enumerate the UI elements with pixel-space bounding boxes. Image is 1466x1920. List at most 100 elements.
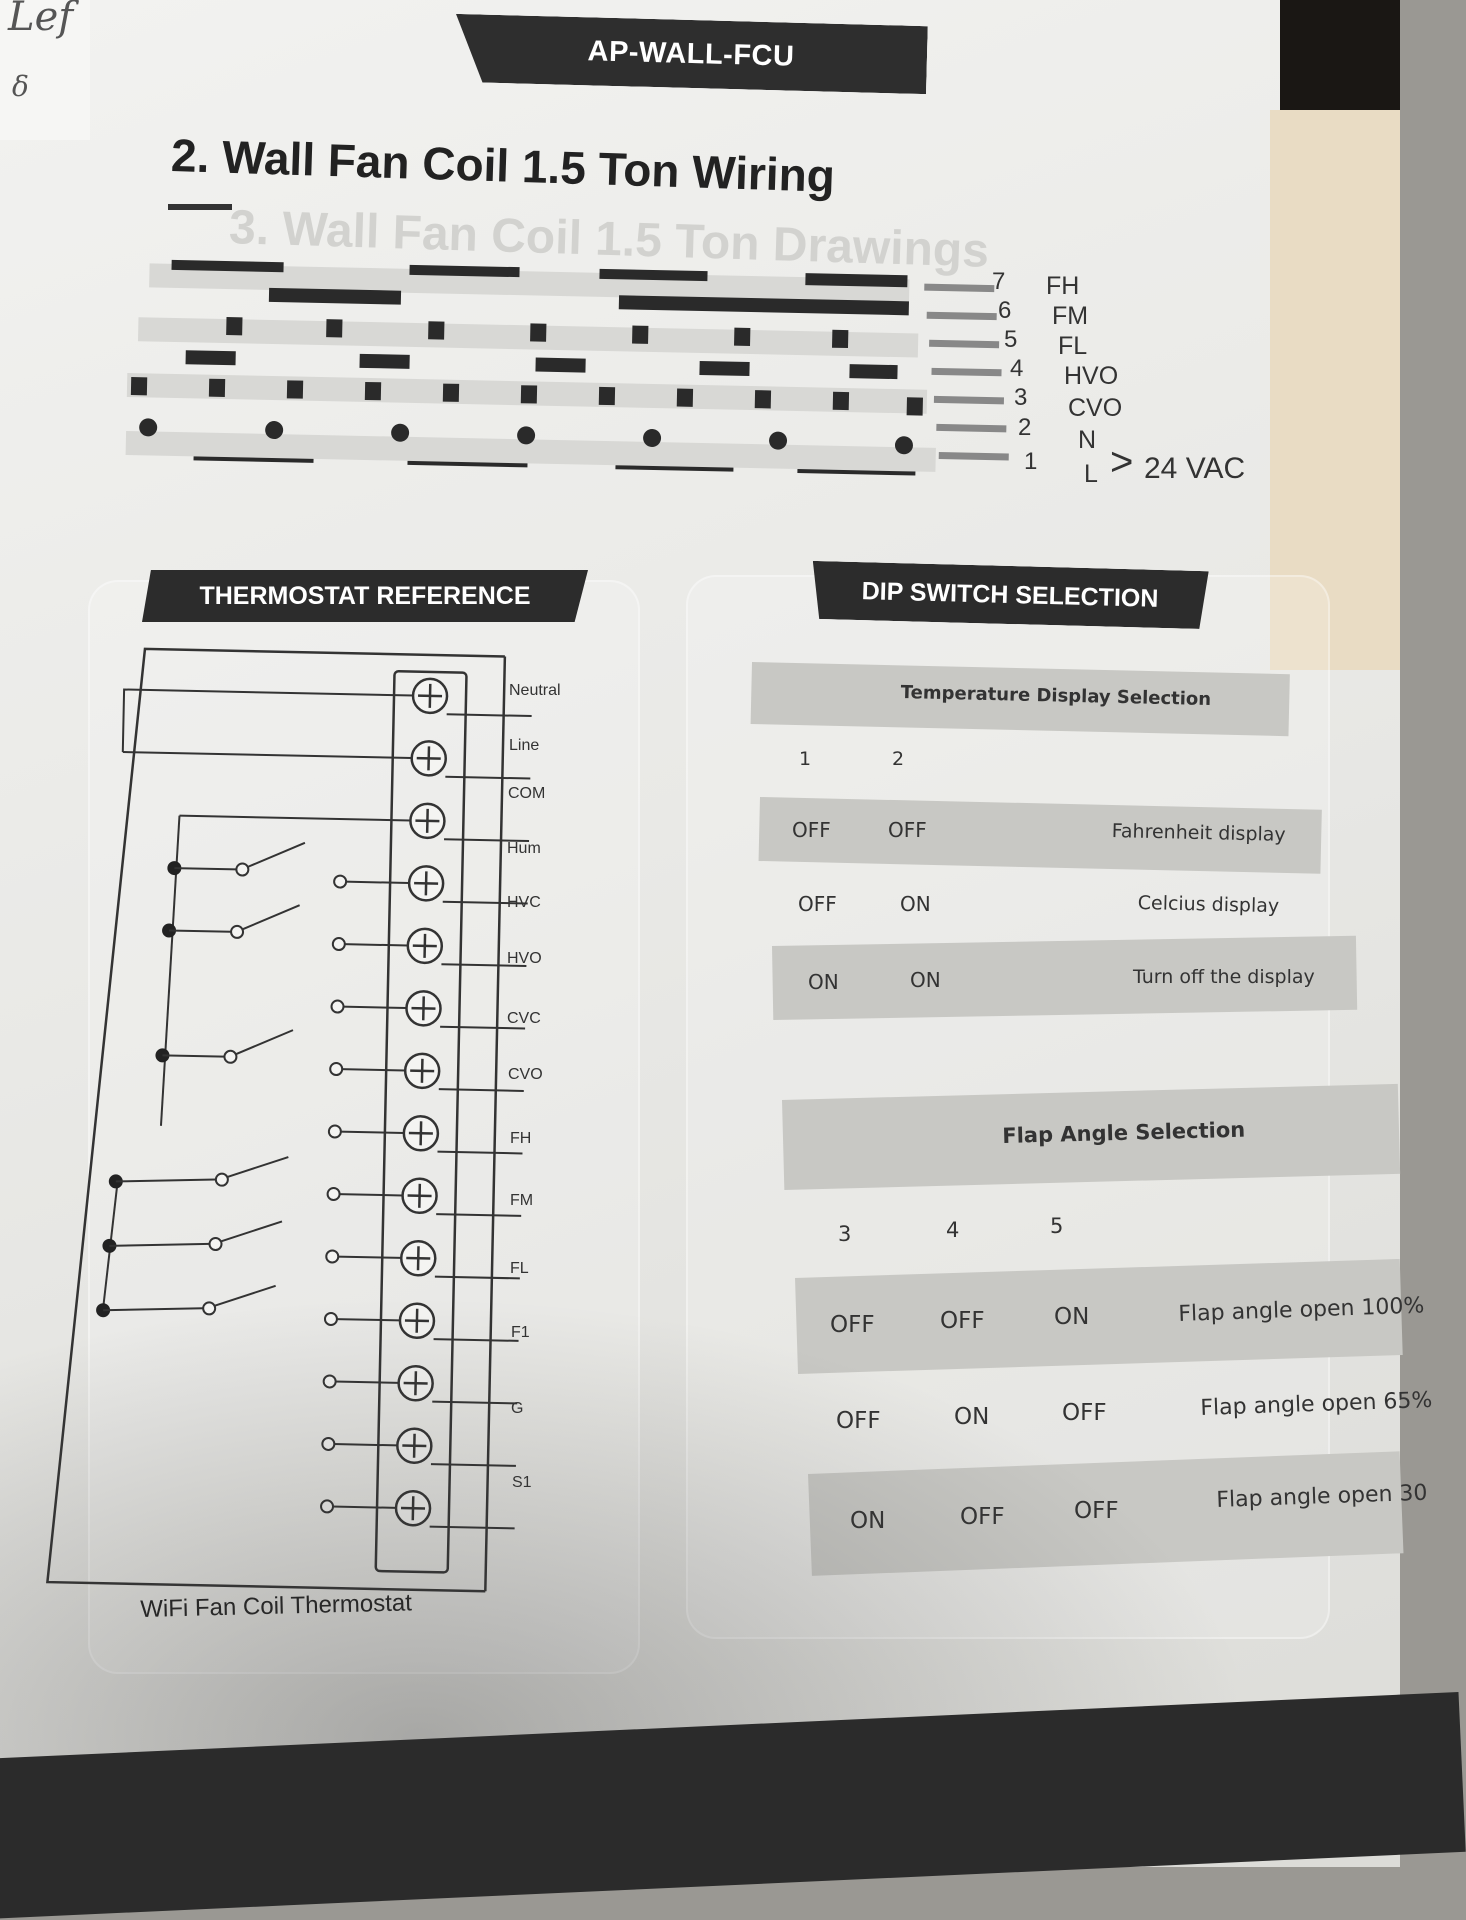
switch-state: OFF (830, 1312, 875, 1338)
column-header: 1 (799, 748, 812, 770)
terminal-input-line (343, 943, 408, 947)
switch-state: OFF (798, 892, 837, 916)
column-header: 3 (838, 1222, 852, 1246)
terminal-name: CVO (1068, 394, 1123, 422)
screw-slot (412, 1433, 416, 1458)
switch-contact-icon (223, 1049, 238, 1064)
thermo-terminal-label: FH (510, 1130, 532, 1147)
terminal-name: HVO (1064, 362, 1119, 390)
column-header: 2 (892, 748, 905, 770)
switch-state: OFF (792, 818, 831, 842)
bracket-icon: > (1110, 440, 1134, 484)
screw-slot (423, 933, 427, 958)
terminal-output-line (433, 1338, 519, 1342)
switch-wire (162, 1054, 225, 1058)
contact-terminal-icon (333, 874, 348, 889)
dip-switch-heading: DIP SWITCH SELECTION (811, 561, 1208, 629)
screw-slot (419, 1121, 423, 1146)
com-wire (179, 814, 411, 822)
contact-terminal-icon (326, 1186, 341, 1201)
terminal-output-line (440, 1025, 526, 1030)
terminal-input-line (342, 1005, 407, 1009)
terminal-output-line (430, 1463, 516, 1467)
screw-slot (420, 1058, 424, 1083)
column-header: 5 (1050, 1214, 1064, 1238)
terminal-input-line (334, 1380, 399, 1384)
switch-lever (236, 1029, 294, 1055)
switch-contact-icon (230, 924, 245, 939)
margin-mark: δ (12, 70, 29, 103)
line-wire (122, 750, 412, 760)
thermo-terminal-label: CVC (507, 1010, 541, 1027)
contact-terminal-icon (322, 1374, 337, 1389)
terminal-input-line (339, 1130, 404, 1134)
terminal-output-line (445, 775, 531, 780)
contact-terminal-icon (325, 1249, 340, 1264)
terminal-input-line (332, 1505, 397, 1509)
terminal-num: 3 (1014, 384, 1028, 411)
switch-contact-icon (214, 1172, 229, 1187)
thermostat-panel (88, 580, 640, 1674)
thermo-terminal-label: Neutral (509, 682, 561, 699)
result-text: Celcius display (1137, 892, 1280, 918)
terminal-output-line (434, 1275, 520, 1280)
switch-state: ON (900, 892, 931, 916)
terminal-input-line (333, 1443, 398, 1447)
switch-state: ON (850, 1508, 886, 1534)
terminal-name: FL (1058, 332, 1088, 360)
terminal-num: 5 (1004, 326, 1018, 353)
terminal-name: L (1084, 460, 1098, 488)
switch-contact-icon (235, 862, 250, 877)
terminal-output-line (438, 1088, 524, 1092)
terminal-output-line (436, 1213, 522, 1217)
screw-slot (415, 1308, 419, 1333)
terminal-num: 1 (1024, 448, 1038, 475)
contact-terminal-icon (330, 999, 345, 1014)
underlying-paper (0, 0, 90, 140)
thermostat-reference-heading: THERMOSTAT REFERENCE (142, 570, 588, 622)
terminal-num: 7 (992, 268, 1006, 295)
result-text: Fahrenheit display (1111, 820, 1286, 846)
screw-slot (428, 683, 432, 708)
switch-state: ON (910, 968, 941, 992)
terminal-input-line (345, 880, 410, 885)
terminal-output-line (442, 900, 528, 905)
switch-lever (227, 1156, 289, 1178)
switch-wire (169, 929, 232, 933)
title-underline (168, 204, 232, 210)
column-header: 4 (946, 1218, 960, 1242)
thermo-terminal-label: CVO (508, 1066, 543, 1083)
screw-slot (418, 1183, 422, 1208)
terminal-name: FM (1052, 302, 1089, 330)
terminal-output-line (446, 713, 532, 718)
terminal-name: N (1078, 426, 1097, 454)
terminal-input-line (341, 1068, 406, 1072)
screw-slot (425, 808, 429, 833)
neutral-wire (121, 688, 414, 753)
switch-lever (221, 1220, 283, 1243)
terminal-num: 4 (1010, 355, 1024, 382)
thermo-terminal-label: F1 (511, 1324, 530, 1341)
thermo-terminal-label: S1 (512, 1474, 532, 1491)
terminal-num: 6 (998, 297, 1012, 324)
contact-terminal-icon (323, 1311, 338, 1326)
contact-terminal-icon (331, 937, 346, 952)
background-envelope (1270, 110, 1400, 670)
thermo-terminal-label: HVC (507, 894, 541, 911)
switch-wire (115, 1178, 216, 1183)
thermo-terminal-label: FL (510, 1260, 529, 1277)
terminal-output-line (444, 838, 530, 843)
contact-terminal-icon (329, 1062, 344, 1077)
screw-slot (411, 1496, 415, 1521)
contact-terminal-icon (321, 1436, 336, 1451)
page-title: 2. Wall Fan Coil 1.5 Ton Wiring (170, 128, 836, 202)
screw-slot (414, 1371, 418, 1396)
terminal-input-line (337, 1255, 402, 1259)
switch-contact-icon (208, 1237, 223, 1252)
thermo-terminal-label: HVO (507, 950, 542, 967)
switch-state: OFF (940, 1308, 985, 1334)
screw-slot (421, 996, 425, 1021)
switch-state: OFF (836, 1408, 881, 1434)
switch-state: ON (808, 970, 839, 994)
